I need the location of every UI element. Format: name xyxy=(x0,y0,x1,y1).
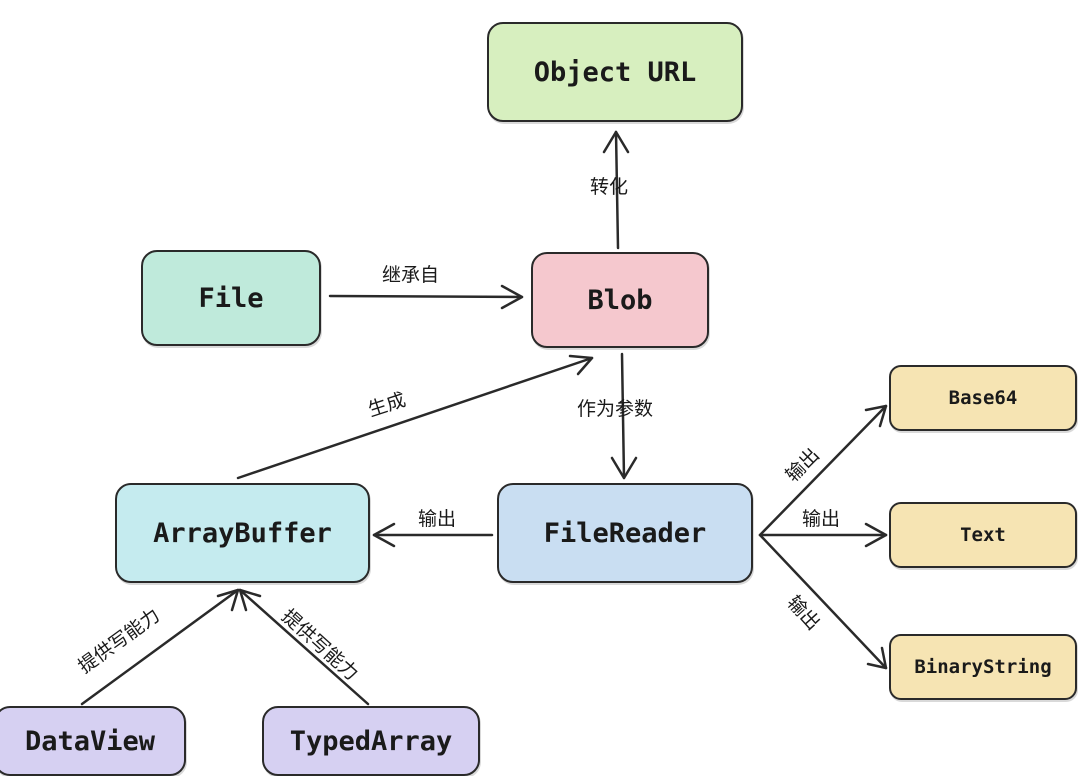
edge-file-reader-to-text xyxy=(758,522,888,548)
edge-file-to-blob xyxy=(328,284,524,310)
node-binary-string[interactable]: BinaryString xyxy=(889,634,1077,700)
node-file-reader[interactable]: FileReader xyxy=(497,483,753,583)
edge-label-blob-to-file-reader: 作为参数 xyxy=(577,398,654,420)
node-typed-array[interactable]: TypedArray xyxy=(262,706,480,776)
node-object-url[interactable]: Object URL xyxy=(487,22,743,122)
edge-array-buffer-to-blob xyxy=(236,354,594,480)
node-text[interactable]: Text xyxy=(889,502,1077,568)
edge-file-reader-to-array-buffer xyxy=(372,522,494,548)
edge-file-reader-to-binary-string xyxy=(758,533,888,670)
edge-layer xyxy=(80,130,888,706)
edge-label-file-reader-to-array-buffer: 输出 xyxy=(418,508,457,530)
diagram-canvas: Object URL File Blob ArrayBuffer FileRea… xyxy=(0,22,1077,776)
node-file[interactable]: File xyxy=(141,250,321,346)
edge-label-blob-to-object-url: 转化 xyxy=(590,176,629,198)
edge-blob-to-file-reader xyxy=(610,352,638,480)
edge-blob-to-object-url xyxy=(602,130,630,250)
edge-label-file-reader-to-text: 输出 xyxy=(802,508,841,530)
node-blob[interactable]: Blob xyxy=(531,252,709,348)
node-array-buffer[interactable]: ArrayBuffer xyxy=(115,483,370,583)
edge-file-reader-to-base64 xyxy=(758,404,888,537)
edge-typed-array-to-array-buffer xyxy=(238,588,370,706)
edge-label-file-to-blob: 继承自 xyxy=(382,264,440,286)
node-base64[interactable]: Base64 xyxy=(889,365,1077,431)
edge-data-view-to-array-buffer xyxy=(80,588,240,706)
node-data-view[interactable]: DataView xyxy=(0,706,186,776)
